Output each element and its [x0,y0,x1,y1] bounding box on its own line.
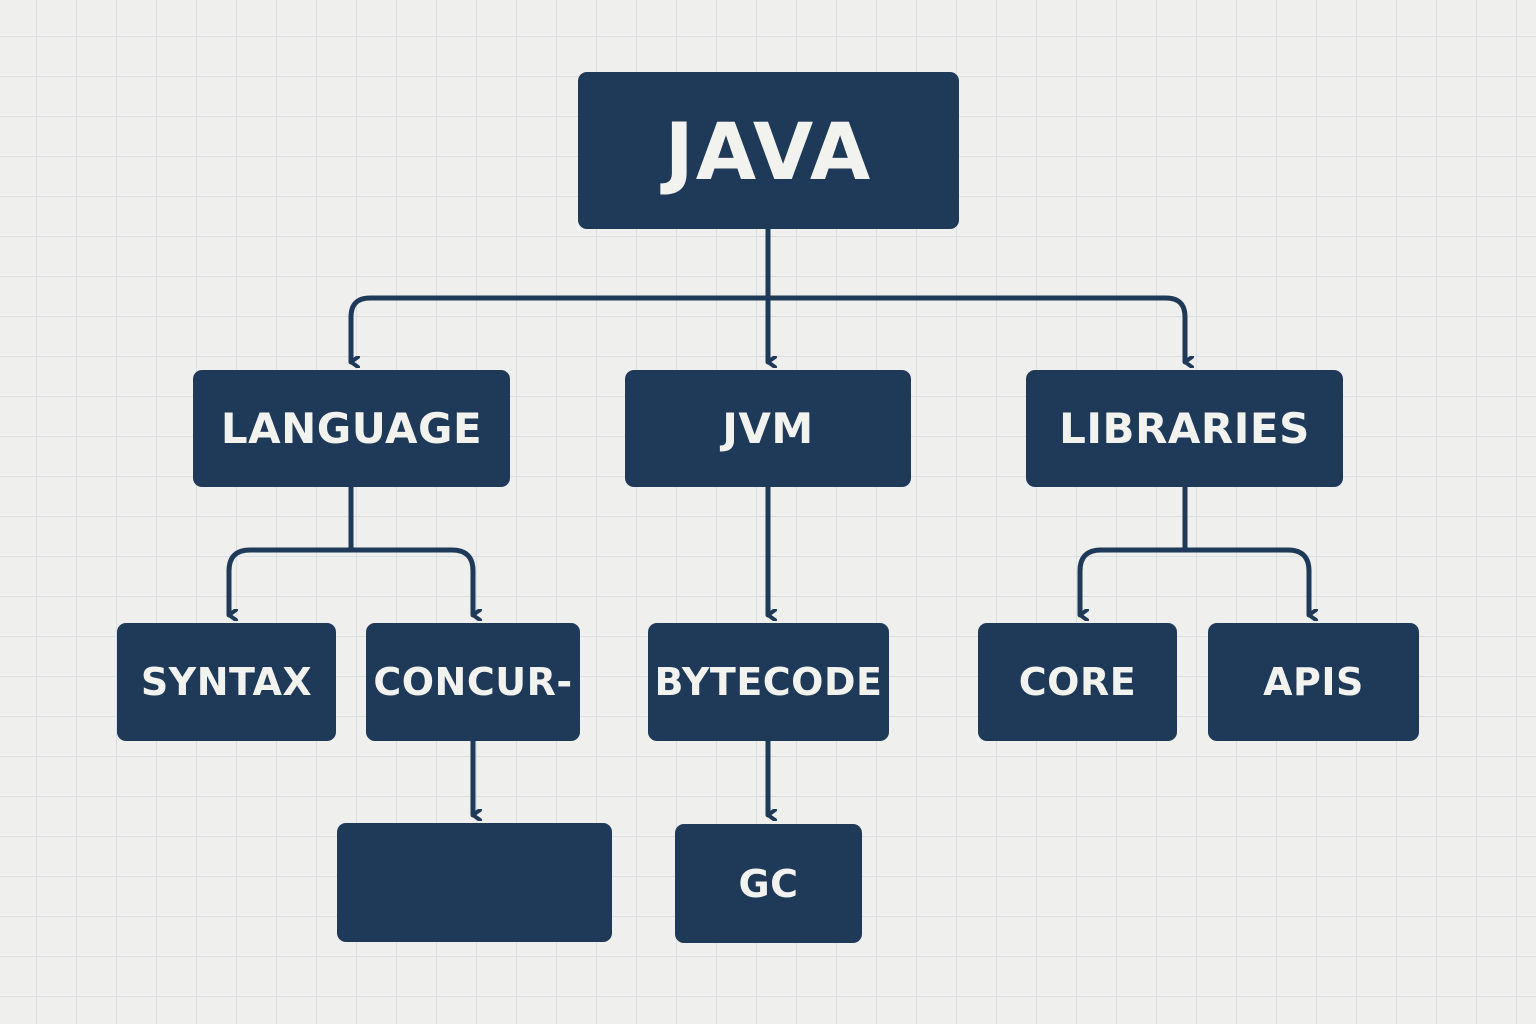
connector-libraries-core [1077,547,1188,615]
connector-libraries-apis [1182,547,1309,615]
node-bytecode: BYTECODE [648,623,889,741]
node-apis: APIS [1208,623,1419,741]
node-libraries: LIBRARIES [1026,370,1343,487]
connector-language-syntax [226,547,354,615]
connector-java-libraries [765,295,1185,362]
node-java: JAVA [578,72,959,229]
connector-java-language [348,295,771,362]
node-empty [337,823,612,942]
node-language: LANGUAGE [193,370,510,487]
connector-language-concur [348,547,473,615]
node-jvm: JVM [625,370,911,487]
node-core: CORE [978,623,1177,741]
node-concur: CONCUR- [366,623,580,741]
node-gc: GC [675,824,862,943]
node-syntax: SYNTAX [117,623,336,741]
